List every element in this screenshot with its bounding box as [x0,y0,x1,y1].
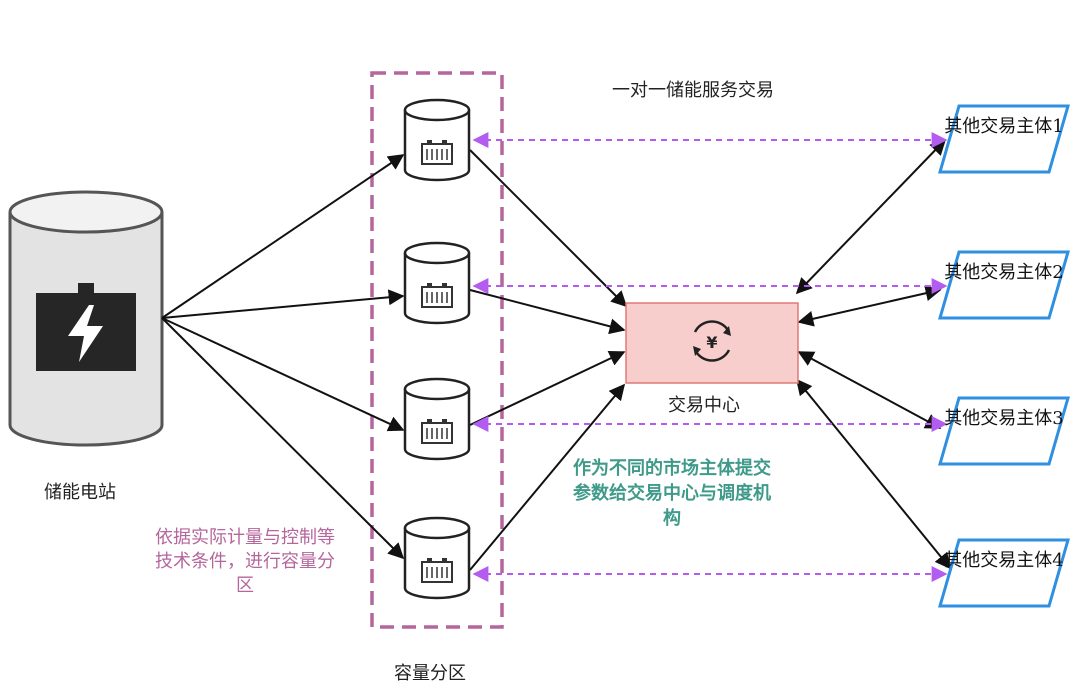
party-shape-2 [938,250,1070,320]
party-shape-3 [938,396,1070,466]
party-label-3: 其他交易主体3 [944,408,1064,429]
trading-center-label: 交易中心 [668,395,740,416]
capacity-unit-2 [403,241,471,325]
yuan-exchange-icon: ¥ [693,320,731,362]
svg-text:¥: ¥ [706,333,717,352]
party-label-4: 其他交易主体4 [944,550,1064,571]
battery-icon [421,283,453,308]
capacity-unit-1 [403,98,471,182]
battery-lightning-icon [36,283,136,371]
party-shape-4 [938,538,1070,608]
battery-icon [421,419,453,444]
capacity-zone-label: 容量分区 [394,663,466,684]
station-label: 储能电站 [44,482,116,503]
battery-icon [421,140,453,165]
capacity-zone-box [370,71,504,629]
unit-center-links [469,149,628,571]
party-label-2: 其他交易主体2 [944,262,1064,283]
service-dashed-links [472,132,948,582]
battery-icon [421,558,453,583]
party-center-links [795,138,952,570]
submit-params-note: 作为不同的市场主体提交参数给交易中心与调度机构 [573,458,771,529]
station-links [161,154,405,560]
trading-center-box [625,302,799,384]
capacity-unit-4 [403,516,471,600]
one-to-one-service-title: 一对一储能服务交易 [612,80,774,101]
partition-note: 依据实际计量与控制等技术条件，进行容量分区 [155,527,335,596]
capacity-unit-3 [403,377,471,461]
party-shape-1 [938,104,1070,174]
party-label-1: 其他交易主体1 [944,116,1064,137]
